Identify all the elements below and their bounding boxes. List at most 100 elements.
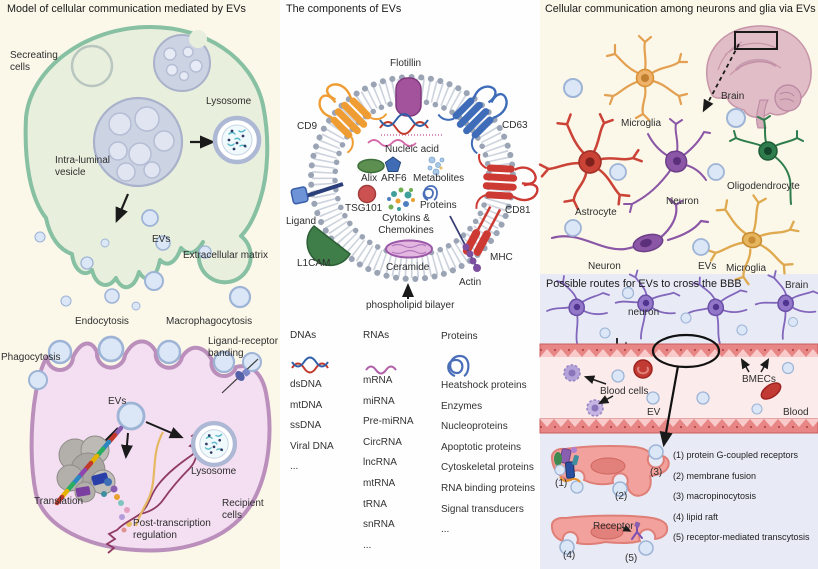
label-cd81: CD81 bbox=[505, 205, 531, 216]
label-alix: Alix bbox=[361, 173, 378, 184]
arrow-mvb-release bbox=[115, 193, 130, 224]
label-secreting-cells: Secreating cells bbox=[10, 50, 58, 73]
list-item: ssDNA bbox=[290, 420, 322, 432]
label-microglia-bottom: Microglia bbox=[726, 263, 767, 274]
cytokines-icon bbox=[387, 187, 415, 211]
label-intraluminal-vesicle: Intra-luminal vesicle bbox=[55, 155, 111, 178]
list-header-dnas: DNAs bbox=[290, 330, 317, 341]
panel-title-right-bottom: Possible routes for EVs to cross the BBB bbox=[546, 278, 742, 290]
route-item: (2) membrane fusion bbox=[673, 470, 757, 481]
label-proteins-vesicle: Proteins bbox=[420, 200, 457, 211]
label-microglia-top: Microglia bbox=[621, 118, 662, 129]
label-recipient-cells: Recipient cells bbox=[222, 498, 264, 521]
tsg101-icon bbox=[357, 184, 377, 204]
label-lysosome-top: Lysosome bbox=[206, 96, 252, 107]
list-item: dsDNA bbox=[290, 379, 322, 390]
bbb-routes-list: (1) protein G-coupled receptors (2) memb… bbox=[673, 445, 810, 548]
list-item: Cytoskeletal proteins bbox=[441, 462, 534, 474]
brain-zoom-rect bbox=[734, 31, 778, 50]
pointer-arrows bbox=[583, 358, 770, 405]
label-endocytosis: Endocytosis bbox=[75, 316, 129, 327]
l1cam-icon bbox=[306, 225, 351, 267]
label-cd9: CD9 bbox=[297, 121, 318, 132]
list-item: Signal transducers bbox=[441, 503, 524, 515]
lysosome-icon bbox=[215, 118, 259, 162]
ceramide-icon bbox=[385, 239, 433, 259]
label-tsg101: TSG101 bbox=[345, 203, 383, 214]
multivesicular-body-icon bbox=[153, 30, 211, 92]
list-item: mtDNA bbox=[290, 399, 323, 411]
receptor-icon bbox=[621, 521, 643, 540]
label-macrophagocytosis: Macrophagocytosis bbox=[166, 316, 253, 327]
label-oligodendrocyte: Oligodendrocyte bbox=[727, 181, 800, 192]
flotillin-icon bbox=[395, 77, 422, 117]
label-phagocytosis: Phagocytosis bbox=[1, 352, 61, 363]
label-blood-cells: Blood cells bbox=[600, 386, 649, 397]
label-evs-right: EVs bbox=[698, 261, 717, 272]
astrocyte-icon bbox=[528, 99, 654, 226]
microglia-icon bbox=[603, 34, 689, 122]
magnifier-ellipse bbox=[651, 333, 721, 369]
label-neuron-bbb: neuron bbox=[628, 307, 660, 318]
list-item: mRNA bbox=[363, 375, 393, 386]
label-lysosome-bottom: Lysosome bbox=[191, 466, 237, 477]
label-ceramide: Ceramide bbox=[386, 262, 430, 273]
label-cytokines-chemokines: Cytokins & Chemokines bbox=[378, 213, 434, 236]
protein-icon bbox=[447, 354, 470, 378]
list-item: RNA binding proteins bbox=[441, 482, 535, 494]
rna-list: mRNA miRNA Pre-miRNA CircRNA lncRNA mtRN… bbox=[363, 371, 414, 556]
list-header-proteins: Proteins bbox=[441, 331, 478, 342]
proteins-icon bbox=[422, 185, 438, 201]
label-receptor: Receptor bbox=[593, 521, 634, 532]
label-route-marker-4: (4) bbox=[563, 550, 576, 561]
label-astrocyte: Astrocyte bbox=[575, 207, 617, 218]
ligand-icon bbox=[290, 182, 344, 205]
route-item: (3) macropinocytosis bbox=[673, 491, 757, 502]
route-item: (4) lipid raft bbox=[673, 511, 719, 522]
label-ligand-receptor-banding: Ligand-receptor banding bbox=[208, 336, 279, 359]
label-arf6: ARF6 bbox=[381, 173, 407, 184]
list-item: ... bbox=[441, 524, 450, 536]
neuron-icon bbox=[550, 197, 710, 253]
ligand-receptor-icon bbox=[221, 352, 262, 394]
label-cd63: CD63 bbox=[502, 120, 528, 131]
label-nucleic-acid: Nucleic acid bbox=[385, 144, 439, 155]
lysosome-icon bbox=[193, 423, 235, 465]
list-header-rnas: RNAs bbox=[363, 330, 390, 341]
actin-icon bbox=[449, 215, 481, 272]
dna-icon bbox=[291, 356, 329, 374]
list-item: ... bbox=[290, 461, 299, 473]
gpcr-complex-icon bbox=[554, 447, 581, 483]
label-metabolites: Metabolites bbox=[413, 173, 465, 184]
list-item: lncRNA bbox=[363, 457, 397, 469]
list-item: miRNA bbox=[363, 395, 395, 407]
label-phospholipid-bilayer: phospholipid bilayer bbox=[366, 300, 455, 311]
label-actin: Actin bbox=[459, 277, 482, 288]
list-item: Apoptotic proteins bbox=[441, 441, 522, 453]
panel-title-middle: The components of EVs bbox=[286, 3, 402, 15]
nucleic-acid-icon bbox=[367, 113, 443, 147]
arf6-icon bbox=[384, 156, 402, 172]
label-bmecs: BMECs bbox=[742, 374, 776, 385]
label-evs-top: EVs bbox=[152, 234, 171, 245]
list-item: Pre-miRNA bbox=[363, 416, 414, 428]
multivesicular-body-icon bbox=[92, 96, 184, 188]
route-item: (5) receptor-mediated transcytosis bbox=[673, 532, 810, 543]
label-evs-bottom: EVs bbox=[108, 396, 127, 407]
label-route-marker-5: (5) bbox=[625, 553, 638, 564]
list-item: Viral DNA bbox=[290, 440, 334, 452]
alix-icon bbox=[357, 158, 385, 174]
label-post-transcription: Post-transcription regulation bbox=[133, 518, 211, 541]
list-item: tRNA bbox=[363, 498, 387, 510]
label-l1cam: L1CAM bbox=[297, 258, 331, 269]
label-neuron-bottom: Neuron bbox=[588, 261, 621, 272]
magnifier-line bbox=[659, 365, 680, 448]
list-item: snRNA bbox=[363, 519, 395, 531]
label-translation: Translation bbox=[34, 496, 84, 507]
brain-zoom-arrow bbox=[702, 43, 740, 113]
dna-list: dsDNA mtDNA ssDNA Viral DNA ... bbox=[290, 375, 334, 478]
label-brain-bbb: Brain bbox=[785, 280, 809, 291]
metabolites-icon bbox=[427, 156, 445, 176]
